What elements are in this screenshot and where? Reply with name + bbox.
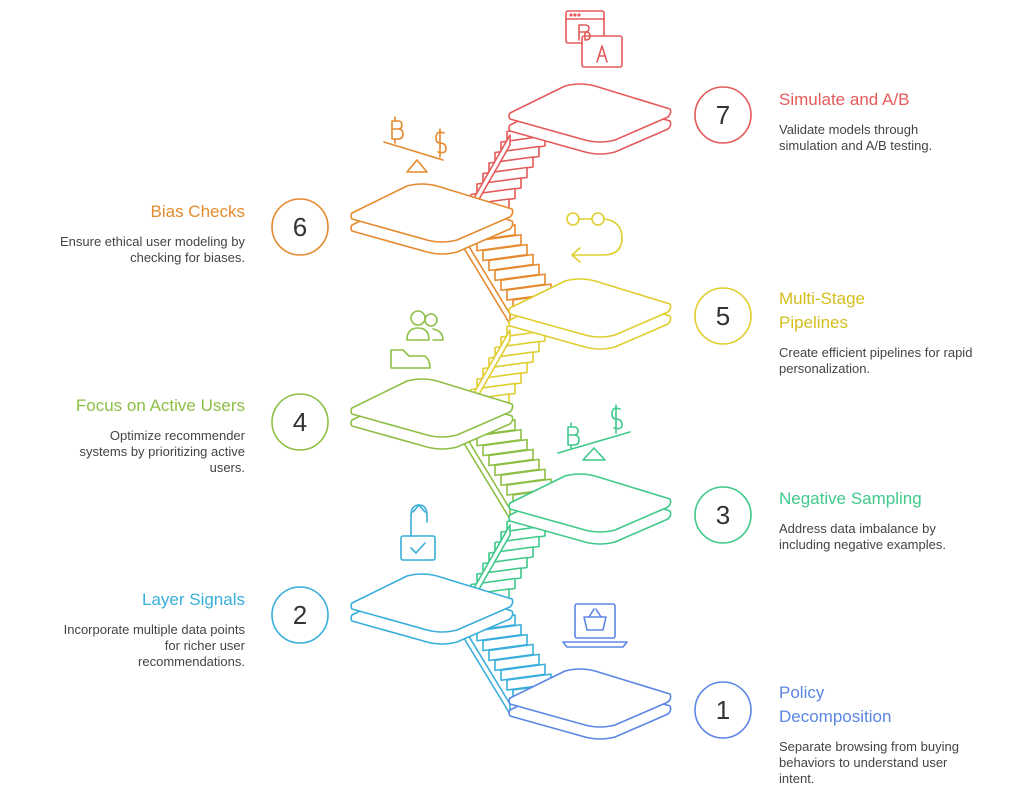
ab-test-window-icon [565, 10, 623, 68]
step-4-description: Optimize recommender systems by prioriti… [79, 428, 245, 475]
step-number-circle-7: 7 [694, 86, 752, 144]
step-1-title: Policy Decomposition [779, 683, 892, 726]
step-number-circle-1: 1 [694, 681, 752, 739]
step-2-text: Layer Signals Incorporate multiple data … [60, 588, 245, 670]
platform-5 [508, 278, 672, 350]
step-number: 2 [293, 600, 307, 630]
step-6-title: Bias Checks [150, 202, 245, 221]
platform-4 [350, 378, 514, 450]
step-number-circle-5: 5 [694, 287, 752, 345]
laptop-basket-icon [562, 603, 628, 648]
step-number-circle-4: 4 [271, 393, 329, 451]
scale-currency-icon [383, 116, 447, 173]
step-5-title: Multi-Stage Pipelines [779, 289, 865, 332]
step-4-title: Focus on Active Users [75, 396, 245, 415]
platform-2 [350, 573, 514, 645]
platform-7 [508, 83, 672, 155]
step-1-description: Separate browsing from buying behaviors … [779, 739, 959, 786]
step-3-title: Negative Sampling [779, 489, 922, 508]
step-5-text: Multi-Stage Pipelines Create efficient p… [779, 287, 972, 377]
step-number-circle-6: 6 [271, 198, 329, 256]
step-7-title: Simulate and A/B [779, 90, 910, 109]
step-6-description: Ensure ethical user modeling by checking… [60, 234, 245, 265]
step-number: 3 [716, 500, 730, 530]
step-3-description: Address data imbalance by including nega… [779, 521, 946, 552]
platform-6 [350, 183, 514, 255]
step-number: 4 [293, 407, 307, 437]
step-number: 6 [293, 212, 307, 242]
step-7-description: Validate models through simulation and A… [779, 122, 933, 153]
step-2-title: Layer Signals [141, 590, 245, 609]
pipeline-flow-icon [566, 212, 623, 263]
step-7-text: Simulate and A/B Validate models through… [779, 88, 979, 154]
step-1-text: Policy Decomposition Separate browsing f… [779, 681, 959, 787]
step-number-circle-2: 2 [271, 586, 329, 644]
step-number: 7 [716, 100, 730, 130]
step-number: 5 [716, 301, 730, 331]
step-3-text: Negative Sampling Address data imbalance… [779, 487, 959, 553]
step-number: 1 [716, 695, 730, 725]
step-5-description: Create efficient pipelines for rapid per… [779, 345, 973, 376]
step-number-circle-3: 3 [694, 486, 752, 544]
scale-currency-icon [557, 404, 631, 461]
unlock-check-icon [400, 504, 436, 561]
step-2-description: Incorporate multiple data points for ric… [63, 622, 245, 669]
step-4-text: Focus on Active Users Optimize recommend… [75, 394, 245, 476]
users-pedestal-icon [390, 310, 444, 369]
platform-3 [508, 473, 672, 545]
platform-1 [508, 668, 672, 740]
step-6-text: Bias Checks Ensure ethical user modeling… [60, 200, 245, 266]
